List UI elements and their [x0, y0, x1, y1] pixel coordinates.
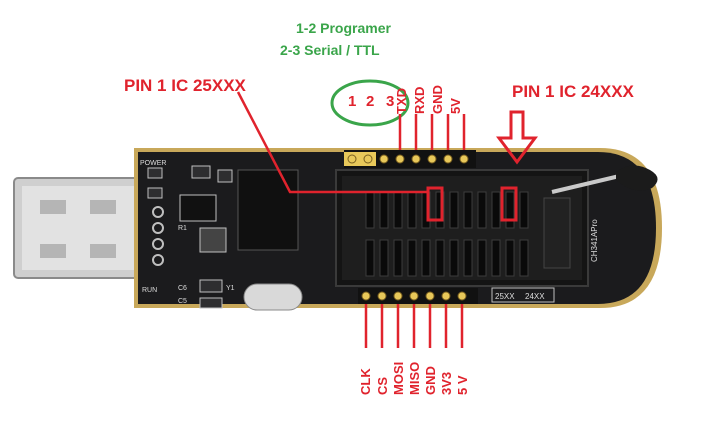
- pad-circles: [152, 206, 164, 266]
- jumper-note-line2: 2-3 Serial / TTL: [280, 42, 380, 58]
- silk-r1: R1: [178, 225, 187, 232]
- silk-socket-outline: [491, 287, 555, 303]
- silk-c5: C5: [178, 298, 187, 305]
- bottom-header: [358, 288, 478, 304]
- silk-y1: Y1: [226, 285, 235, 292]
- jumper-pin-2: 2: [366, 93, 375, 110]
- top-pin-leaders: [398, 114, 466, 150]
- jumper-note-line1: 1-2 Programer: [296, 20, 391, 36]
- silk-25xx: 25XX: [495, 292, 515, 301]
- top-header: [344, 150, 476, 168]
- jumper-pin-1: 1: [348, 93, 357, 110]
- bottom-label-cs: CS: [375, 376, 390, 395]
- bottom-label-3v3: 3V3: [439, 371, 454, 395]
- pin1-25xxx-leader: [236, 91, 428, 194]
- socket-lever: [551, 165, 658, 194]
- bottom-label-5v: 5 V: [455, 375, 470, 395]
- top-label-gnd: GND: [430, 85, 445, 114]
- bottom-label-clk: CLK: [358, 368, 373, 395]
- silk-run: RUN: [142, 287, 157, 294]
- bottom-pin-leaders: [364, 304, 464, 348]
- silk-24xx: 24XX: [525, 292, 545, 301]
- bottom-label-mosi: MOSI: [391, 361, 406, 395]
- pin1-24xxx-arrow: [496, 110, 538, 165]
- pin1-25xxx-label: PIN 1 IC 25XXX: [124, 76, 246, 95]
- left-components: [147, 165, 233, 309]
- silk-power: POWER: [140, 160, 166, 167]
- crystal: [243, 283, 303, 311]
- pin1-25xxx-marker: [426, 186, 444, 222]
- silk-chip: CH341APro: [590, 219, 599, 262]
- silk-c6: C6: [178, 285, 187, 292]
- ch341a-chip: [237, 169, 299, 251]
- jumper-pin-3: 3: [386, 93, 395, 110]
- top-label-txd: TXD: [394, 88, 409, 114]
- top-label-rxd: RXD: [412, 86, 427, 114]
- top-label-5v: 5V: [448, 98, 463, 114]
- bottom-label-gnd: GND: [423, 366, 438, 395]
- jumper-circle: [330, 79, 410, 127]
- pin1-24xxx-marker: [500, 186, 518, 222]
- bottom-label-miso: MISO: [407, 361, 422, 395]
- pin1-24xxx-label: PIN 1 IC 24XXX: [512, 82, 634, 101]
- zif-socket: [335, 169, 589, 287]
